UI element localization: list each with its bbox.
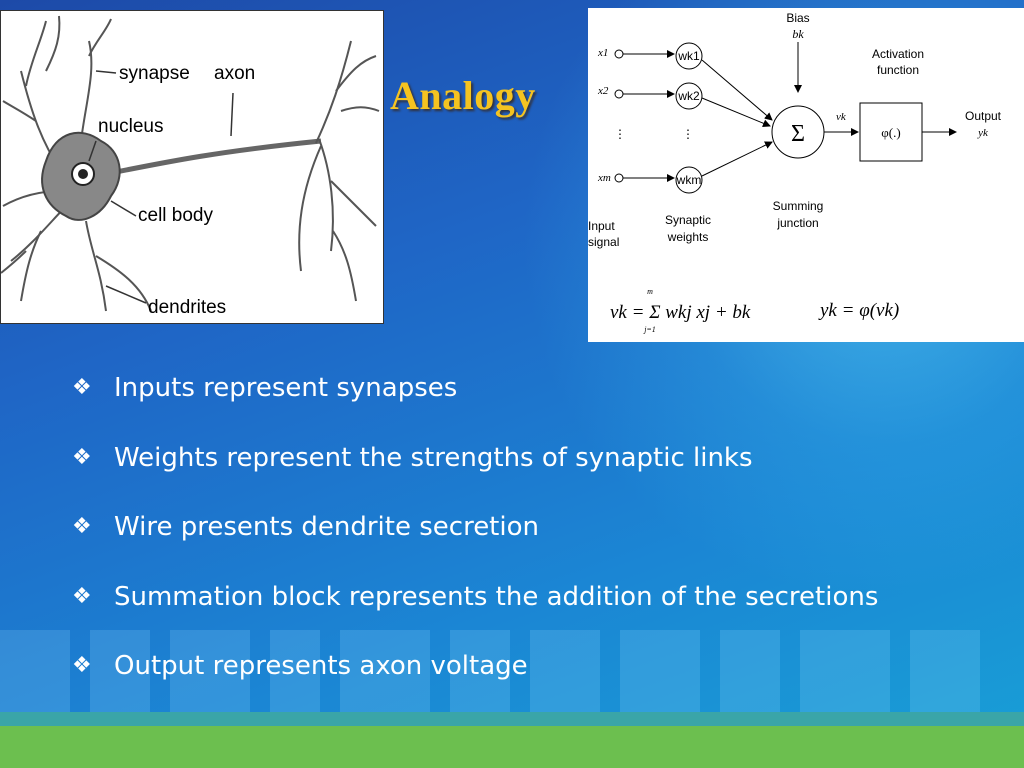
diamond-bullet-icon: ❖ [72,444,92,470]
weight-wk1: wk1 [677,49,700,63]
bias-label: Bias [786,11,809,25]
diamond-bullet-icon: ❖ [72,514,92,539]
activation-label-line1: Activation [872,47,924,61]
input-signal-line1: Input [588,219,615,233]
slide-title: Analogy [390,73,536,118]
bullet-item: ❖ Summation block represents the addition… [72,575,992,645]
input-x1: x1 [597,47,608,59]
footer-teal-strip [0,712,1024,726]
label-nucleus: nucleus [98,116,164,137]
summing-junction-line2: junction [776,216,818,230]
input-signal-line2: signal [588,235,619,249]
bullet-text: Summation block represents the addition … [114,581,879,612]
bias-symbol: bk [792,27,804,41]
diamond-bullet-icon: ❖ [72,583,92,609]
equation-vk: vk = Σ wkj xj + bk [610,302,751,323]
weight-wkm: wkm [676,173,702,187]
synaptic-weights-line1: Synaptic [665,213,711,227]
bullet-text: Inputs represent synapses [114,373,458,403]
label-cell-body: cell body [138,205,213,226]
eq1-sum-lower: j=1 [643,325,656,334]
weight-ellipsis: ⋮ [682,127,694,141]
diamond-bullet-icon: ❖ [72,653,92,678]
input-xm: xm [597,172,611,184]
eq1-sum-upper: m [647,287,653,296]
input-x2: x2 [597,85,609,97]
activation-box [859,102,923,162]
phi-label: φ(.) [881,125,900,140]
summing-junction-line1: Summing [773,199,824,213]
weight-wk2: wk2 [677,89,700,103]
output-symbol: yk [977,127,989,139]
bullet-item: ❖ Inputs represent synapses [72,366,992,436]
neuron-model-diagram: Bias bk x1 x2 xm ⋮ ⋮ wk1 wk2 wkm [588,8,1024,342]
vk-label: vk [836,111,847,123]
label-dendrites: dendrites [148,297,226,318]
bullet-text: Wire presents dendrite secretion [114,512,539,542]
bullet-text: Output represents axon voltage [114,651,528,681]
bullet-item: ❖ Weights represent the strengths of syna… [72,436,992,506]
bullet-item: ❖ Output represents axon voltage [72,644,992,714]
neuron-model-drawing: Bias bk x1 x2 xm ⋮ ⋮ wk1 wk2 wkm [588,11,1002,334]
activation-label-line2: function [877,63,919,77]
bullet-list: ❖ Inputs represent synapses ❖ Weights repr… [72,366,992,714]
equation-yk: yk = φ(vk) [818,300,899,321]
bullet-text: Weights represent the strengths of synap… [114,442,753,473]
label-synapse: synapse [119,63,190,84]
label-axon: axon [214,63,255,84]
neuron-drawing: synapse axon nucleus cell body dendrites [0,15,380,318]
synaptic-weights-line2: weights [667,230,709,244]
footer-green-bar [0,726,1024,768]
input-ellipsis: ⋮ [614,127,626,141]
bullet-item: ❖ Wire presents dendrite secretion [72,505,992,575]
diamond-bullet-icon: ❖ [72,375,92,400]
output-label: Output [965,109,1002,123]
background-tiles [0,600,1024,720]
sum-symbol: Σ [791,121,805,147]
neuron-illustration: synapse axon nucleus cell body dendrites [0,10,384,324]
